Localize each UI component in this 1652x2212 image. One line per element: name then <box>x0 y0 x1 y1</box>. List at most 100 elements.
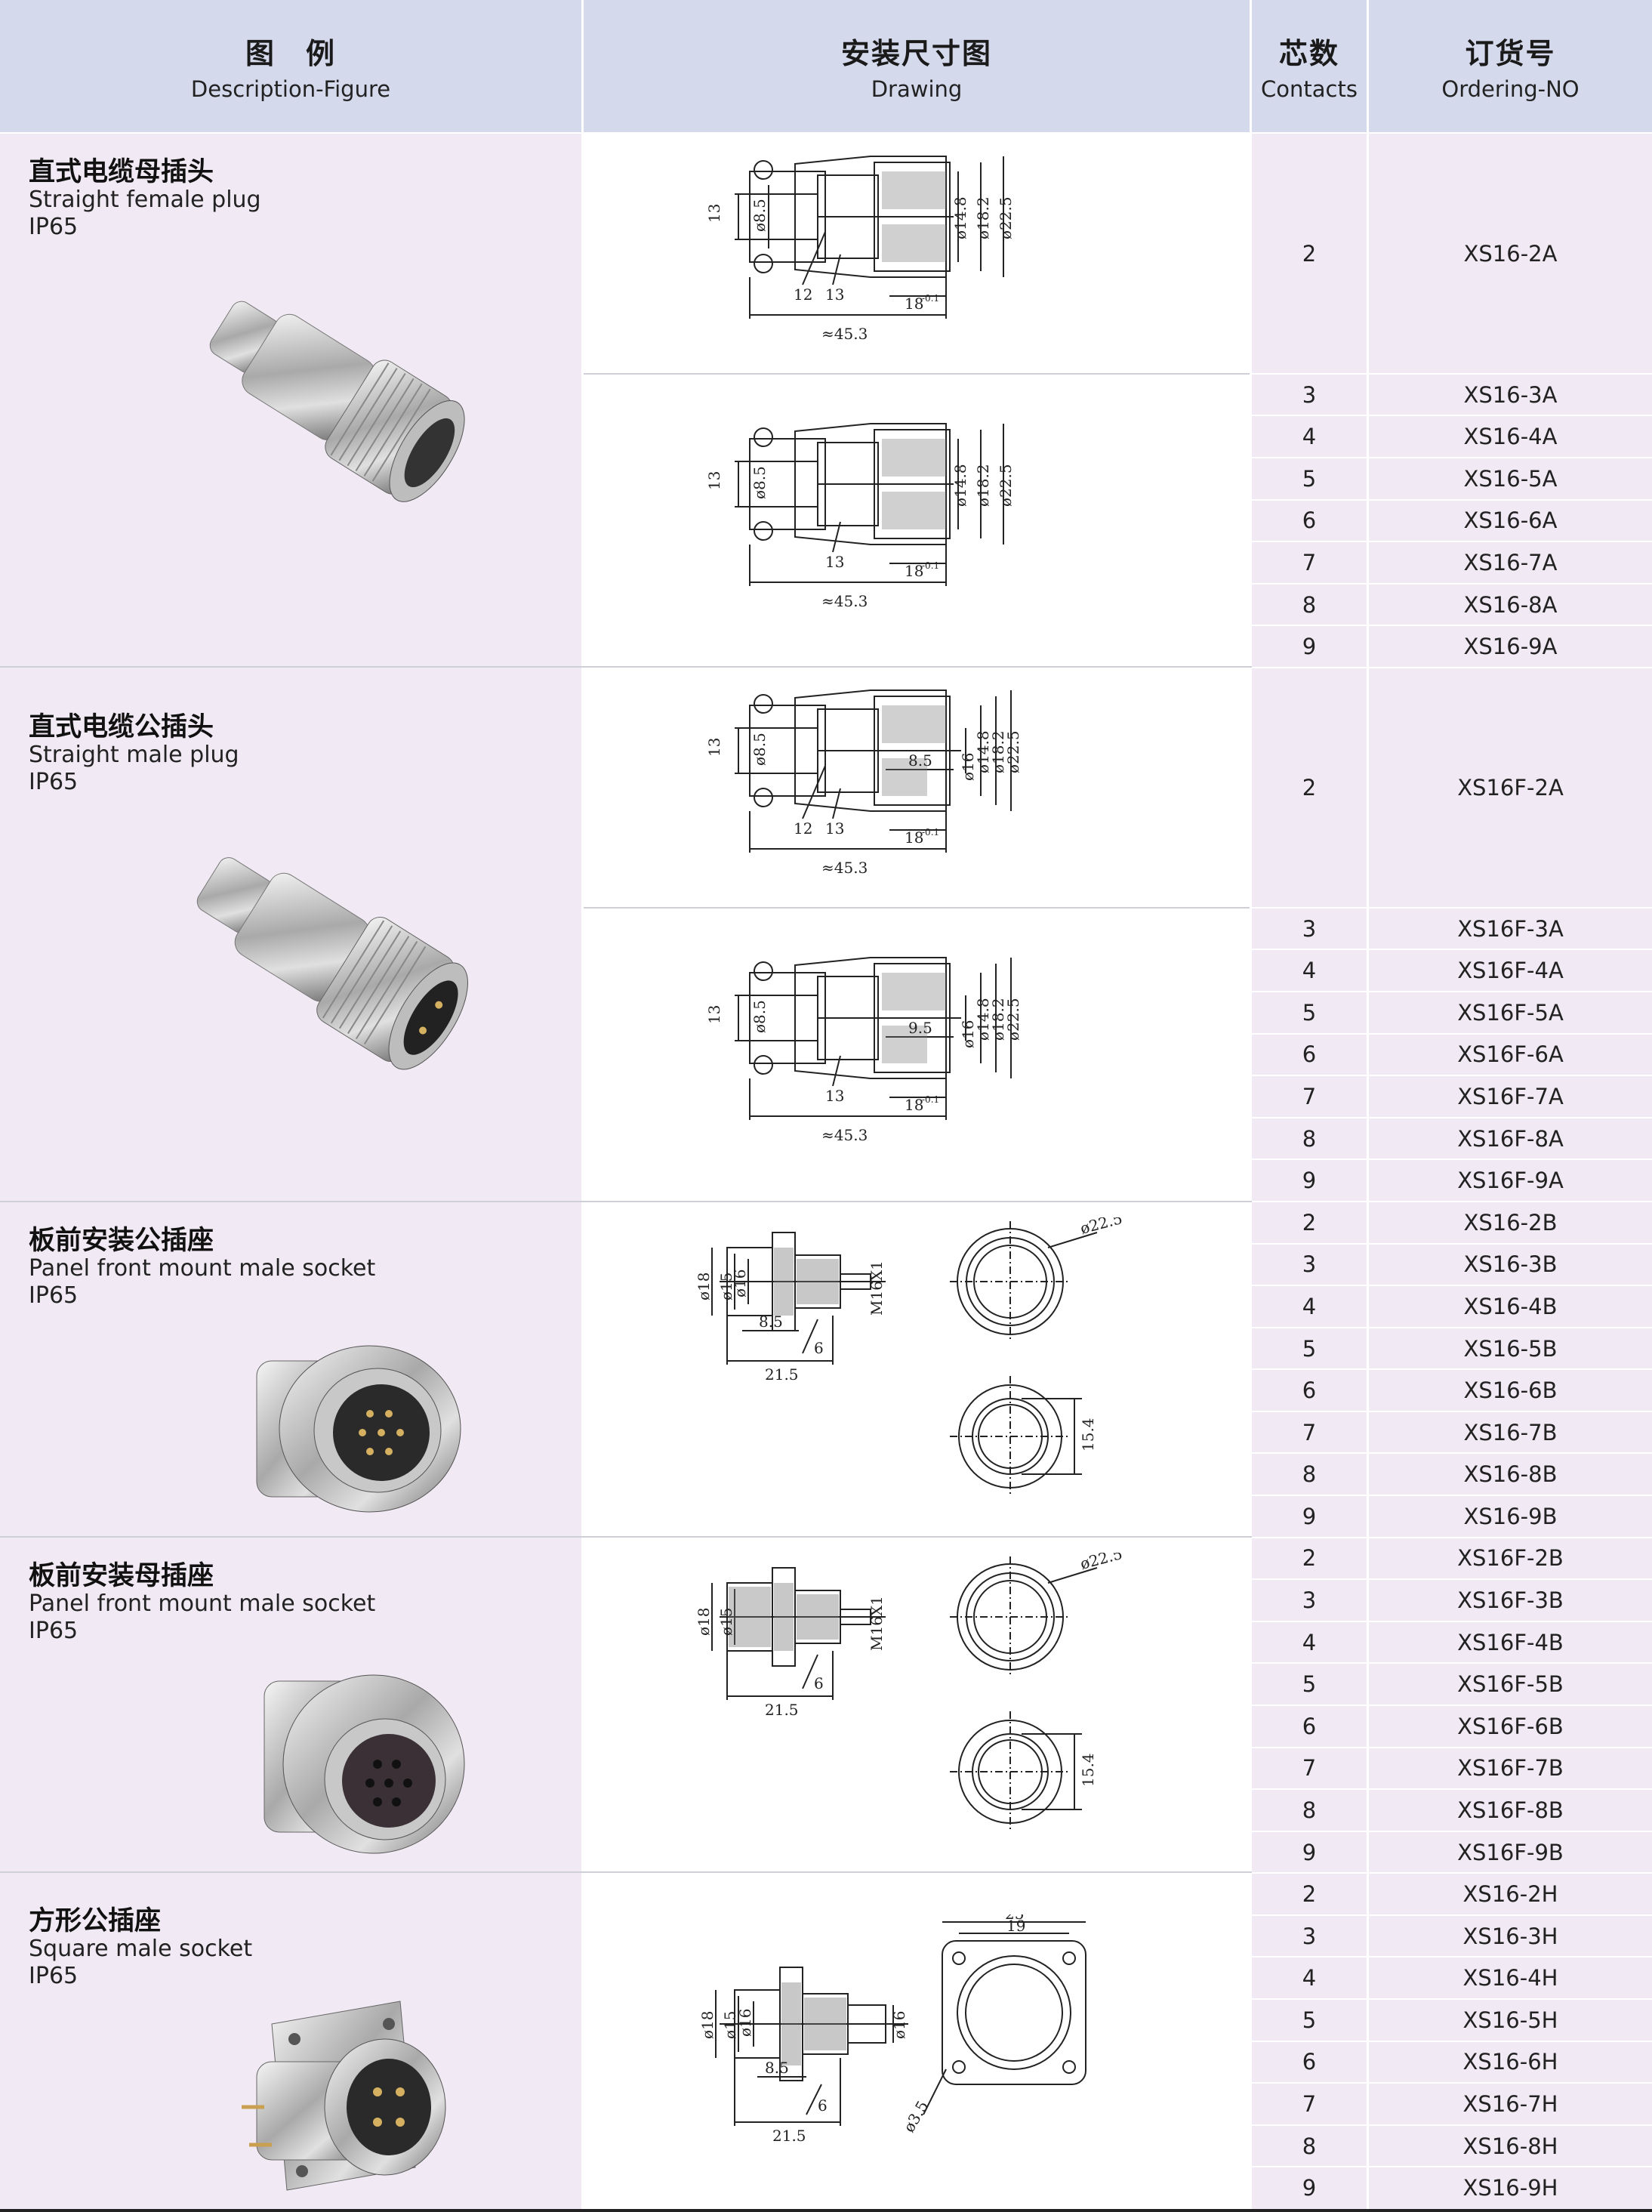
ordering-number-cell: XS16-9B <box>1463 1503 1558 1529</box>
header-drawing-en: Drawing <box>871 76 963 102</box>
section-title-cn: 直式电缆母插头 <box>29 157 214 187</box>
dim-d225: ø22.5 <box>997 464 1015 507</box>
drawing-female-socket: ø18 ø15 M16X1 6 21.5 ø22.5 15.4 <box>584 1538 1250 1871</box>
section-title-cn: 直式电缆公插头 <box>29 712 214 742</box>
ordering-number-cell: XS16-2B <box>1463 1209 1558 1236</box>
dim-d18: ø18 <box>695 1273 713 1301</box>
contacts-cell: 6 <box>1302 1713 1317 1739</box>
dim-d182: ø18.2 <box>989 730 1007 773</box>
section-title-en: Panel front mount male socket <box>29 1590 376 1617</box>
dim-d225: ø22.5 <box>1078 1553 1124 1573</box>
dim-18: 18 <box>905 828 923 847</box>
dim-215: 21.5 <box>765 1701 799 1719</box>
ordering-number-cell: XS16F-9B <box>1457 1839 1564 1865</box>
contacts-cell: 4 <box>1302 424 1317 450</box>
header-ordering-cn: 订货号 <box>1465 37 1556 70</box>
ordering-number-cell: XS16F-4A <box>1457 958 1564 984</box>
row-divider <box>1252 991 1652 993</box>
ordering-number-cell: XS16-4B <box>1463 1293 1558 1319</box>
ordering-number-cell: XS16F-9A <box>1457 1168 1564 1194</box>
contacts-cell: 5 <box>1302 999 1317 1026</box>
ordering-number-cell: XS16-5B <box>1463 1335 1558 1362</box>
section-male-plug: 直式电缆公插头 Straight male plug IP65 <box>0 668 581 1201</box>
contacts-cell: 8 <box>1302 1797 1317 1823</box>
dim-13: 13 <box>705 1005 723 1024</box>
header-figure: 图 例 Description-Figure <box>0 0 581 132</box>
contacts-cell: 2 <box>1302 1881 1317 1908</box>
dim-d182: ø18.2 <box>989 998 1007 1041</box>
contacts-cell: 8 <box>1302 2133 1317 2159</box>
ordering-number-cell: XS16-6B <box>1463 1377 1558 1404</box>
header-figure-cn: 图 例 <box>245 37 336 70</box>
drawing-divider <box>584 373 1250 375</box>
ordering-number-cell: XS16-4H <box>1462 1965 1558 1991</box>
drawing-divider <box>584 907 1250 909</box>
row-divider <box>1252 1536 1652 1538</box>
ordering-number-cell: XS16-4A <box>1463 424 1558 450</box>
ordering-number-cell: XS16F-6B <box>1457 1713 1564 1739</box>
dim-18: 18 <box>905 562 923 580</box>
row-divider <box>1252 1075 1652 1077</box>
ordering-number-cell: XS16F-7B <box>1457 1755 1564 1782</box>
contacts-cell: 4 <box>1302 1965 1317 1991</box>
dim-154: 15.4 <box>1079 1418 1097 1452</box>
dim-d148: ø14.8 <box>951 464 969 507</box>
dim-d225: ø22.5 <box>997 196 1015 239</box>
dim-d16b: ø16 <box>890 2011 908 2040</box>
dim-18-tol: -0.1 <box>922 1094 939 1105</box>
ordering-number-cell: XS16-5H <box>1462 2007 1558 2033</box>
drawing-square-socket: ø18 ø15 ø16 8.5 ø16 6 21.5 25 19 ø3.5 <box>584 1873 1250 2209</box>
technical-drawing: 13 ø8.5 8.5 ø16 ø14.8 ø18.2 ø22.5 12 13 … <box>705 690 1022 877</box>
contacts-cell: 3 <box>1302 1587 1317 1614</box>
header-ordering: 订货号 Ordering-NO <box>1369 0 1652 132</box>
male-plug-photo <box>196 857 468 1070</box>
contacts-cell: 3 <box>1302 1923 1317 1949</box>
dim-215: 21.5 <box>765 1365 799 1384</box>
contacts-cell: 9 <box>1302 1168 1317 1194</box>
female-socket-photo <box>264 1674 465 1854</box>
dim-453: ≈45.3 <box>821 592 868 610</box>
contacts-cell: 6 <box>1302 1377 1317 1404</box>
square-socket-photo <box>242 2001 446 2191</box>
dim-85: 8.5 <box>765 2059 789 2077</box>
dim-12: 12 <box>794 285 812 304</box>
ordering-number-cell: XS16F-5B <box>1457 1671 1564 1698</box>
drawing-male-plug-2: 13 ø8.5 8.5 ø16 ø14.8 ø18.2 ø22.5 12 13 … <box>584 668 1250 907</box>
ordering-number-cell: XS16F-3B <box>1457 1587 1564 1614</box>
header-contacts-en: Contacts <box>1261 76 1358 102</box>
header-drawing: 安装尺寸图 Drawing <box>584 0 1250 132</box>
section-male-socket: 板前安装公插座 Panel front mount male socket IP… <box>0 1202 581 1536</box>
ordering-number-cell: XS16F-3A <box>1457 915 1564 942</box>
dim-d148: ø14.8 <box>974 730 992 773</box>
row-divider <box>1252 1872 1652 1874</box>
dim-d16: ø16 <box>736 2009 754 2038</box>
contacts-cell: 3 <box>1302 381 1317 408</box>
dim-d85: ø8.5 <box>750 466 769 499</box>
ordering-number-cell: XS16F-4B <box>1457 1629 1564 1655</box>
dim-18-tol: -0.1 <box>922 293 939 304</box>
row-divider <box>1252 498 1652 501</box>
contacts-cell: 3 <box>1302 1251 1317 1278</box>
dim-d182: ø18.2 <box>974 196 992 239</box>
contacts-cell: 7 <box>1302 2091 1317 2118</box>
row-divider <box>1252 415 1652 417</box>
row-divider <box>1252 1956 1652 1958</box>
dim-d15: ø15 <box>717 1608 735 1637</box>
dim-d18: ø18 <box>695 1608 713 1637</box>
dim-13b: 13 <box>825 1087 844 1105</box>
ordering-number-cell: XS16-8B <box>1463 1461 1558 1488</box>
row-divider <box>1252 2166 1652 2168</box>
section-title-cn: 板前安装公插座 <box>29 1226 214 1256</box>
contacts-cell: 9 <box>1302 634 1317 660</box>
dim-13: 13 <box>705 204 723 223</box>
header-figure-en: Description-Figure <box>190 76 391 102</box>
dim-d16: ø16 <box>959 1020 977 1049</box>
dim-13b: 13 <box>825 285 844 304</box>
ordering-number-cell: XS16F-2A <box>1457 774 1564 801</box>
technical-drawing: ø18 ø15 M16X1 6 21.5 ø22.5 15.4 <box>695 1553 1124 1832</box>
drawing-male-plug-n: 13 ø8.5 9.5 ø16 ø14.8 ø18.2 ø22.5 13 18 … <box>584 909 1250 1201</box>
technical-drawing: 13 ø8.5 9.5 ø16 ø14.8 ø18.2 ø22.5 13 18 … <box>705 957 1022 1144</box>
row-divider <box>1252 1704 1652 1706</box>
contacts-cell: 9 <box>1302 1503 1317 1529</box>
